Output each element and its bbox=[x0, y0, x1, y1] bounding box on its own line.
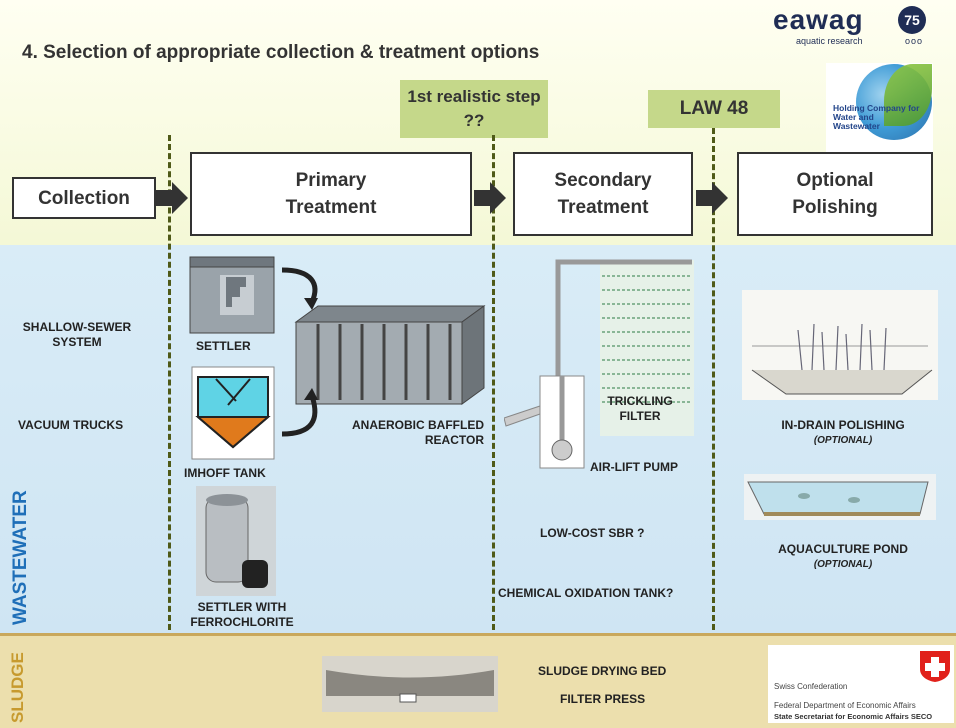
swiss-line-3: State Secretariat for Economic Affairs S… bbox=[774, 712, 933, 721]
divider-secondary-polishing bbox=[712, 128, 715, 630]
imhoff-tank-illustration bbox=[191, 366, 275, 460]
arrow-icon bbox=[156, 182, 188, 214]
label-abr: ANAEROBIC BAFFLED REACTOR bbox=[352, 418, 484, 447]
settler-illustration bbox=[189, 256, 275, 334]
label-sludge-drying-bed: SLUDGE DRYING BED bbox=[538, 664, 667, 678]
aquaculture-pond-illustration bbox=[744, 474, 936, 520]
stage-secondary-treatment: Secondary Treatment bbox=[513, 152, 693, 236]
label-filter-press: FILTER PRESS bbox=[560, 692, 646, 706]
arrow-icon bbox=[474, 182, 506, 214]
label-aquaculture-note: (OPTIONAL) bbox=[813, 559, 873, 570]
label-low-cost-sbr: LOW-COST SBR ? bbox=[540, 526, 645, 540]
callout-realistic-step: 1st realistic step ?? bbox=[400, 80, 548, 138]
collection-item-shallow-sewer: SHALLOW-SEWER SYSTEM bbox=[22, 320, 132, 349]
label-aquaculture-pond: AQUACULTURE POND bbox=[778, 542, 908, 556]
label-air-lift-pump: AIR-LIFT PUMP bbox=[590, 460, 678, 474]
logo-circles: ooo bbox=[905, 36, 924, 46]
stage-collection: Collection bbox=[12, 177, 156, 219]
swiss-line-2: Federal Department of Economic Affairs bbox=[774, 701, 916, 710]
label-settler: SETTLER bbox=[196, 339, 251, 353]
in-drain-polishing-illustration bbox=[742, 290, 938, 400]
sludge-drying-bed-illustration bbox=[322, 656, 498, 712]
divider-collection-primary bbox=[168, 135, 171, 630]
eawag-logo: eawag bbox=[773, 4, 864, 35]
stage-optional-polishing: Optional Polishing bbox=[737, 152, 933, 236]
divider-primary-secondary bbox=[492, 135, 495, 630]
anniversary-badge: 75 bbox=[898, 6, 926, 34]
wastewater-label: WASTEWATER bbox=[10, 490, 31, 625]
page-title: 4. Selection of appropriate collection &… bbox=[22, 42, 540, 63]
swiss-cross-icon bbox=[920, 651, 950, 682]
ferrochlorite-settler-illustration bbox=[196, 486, 276, 596]
trickling-filter-illustration bbox=[504, 259, 694, 469]
stage-primary-treatment: Primary Treatment bbox=[190, 152, 472, 236]
callout-law-48: LAW 48 bbox=[648, 90, 780, 128]
label-in-drain-note: (OPTIONAL) bbox=[813, 435, 873, 446]
eawag-tagline: aquatic research bbox=[796, 36, 863, 46]
arrow-icon bbox=[696, 182, 728, 214]
label-in-drain-polishing: IN-DRAIN POLISHING bbox=[781, 418, 905, 432]
label-ferrochlorite-settler: SETTLER WITH FERROCHLORITE bbox=[190, 600, 294, 629]
label-chemical-oxidation: CHEMICAL OXIDATION TANK? bbox=[498, 586, 674, 600]
curved-arrows bbox=[281, 267, 318, 437]
sludge-label: SLUDGE bbox=[8, 652, 27, 723]
label-imhoff-tank: IMHOFF TANK bbox=[184, 466, 266, 480]
swiss-line-1: Swiss Confederation bbox=[774, 682, 848, 691]
abr-illustration bbox=[294, 305, 486, 405]
label-trickling-filter: TRICKLING FILTER bbox=[607, 394, 673, 423]
holding-company-text: Holding Company for Water and Wastewater bbox=[833, 103, 920, 131]
collection-item-vacuum-trucks: VACUUM TRUCKS bbox=[18, 418, 124, 432]
